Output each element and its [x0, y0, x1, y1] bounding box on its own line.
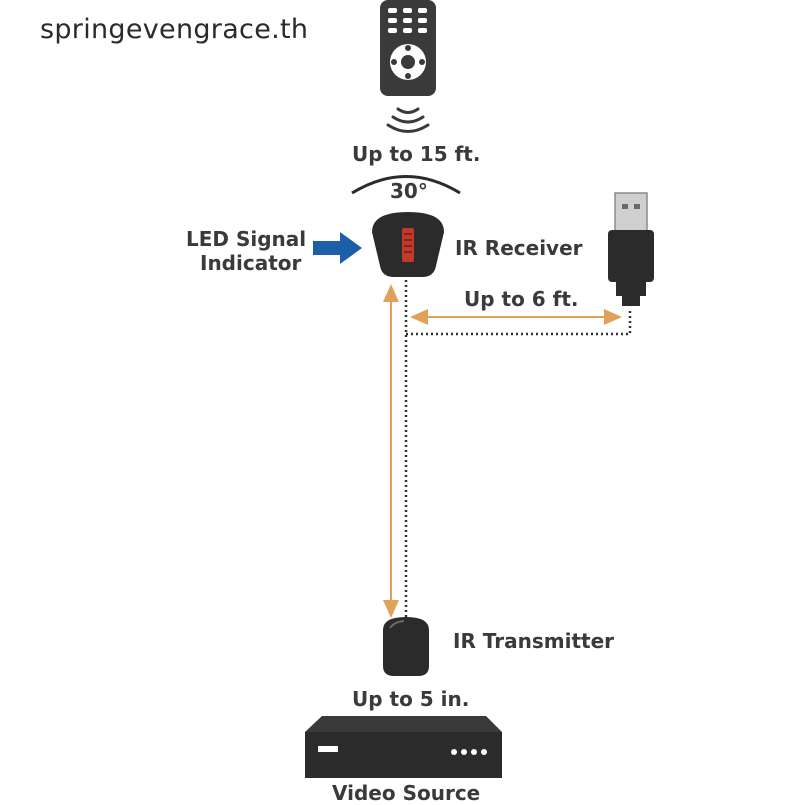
cable-lines [404, 280, 632, 620]
angle-label: 30° [390, 179, 428, 203]
usb-plug-icon [608, 192, 654, 306]
video-source-label: Video Source [332, 781, 481, 805]
transmitter-range-label: Up to 5 in. [352, 687, 470, 711]
led-signal-label: LED Signal [186, 227, 307, 251]
video-source-box-icon [305, 716, 502, 778]
angle-arc [351, 175, 461, 195]
ir-transmitter-label: IR Transmitter [453, 629, 614, 653]
watermark: springevengrace.th [40, 14, 309, 45]
ir-transmitter-icon [383, 617, 429, 676]
usb-range-label: Up to 6 ft. [464, 287, 579, 311]
indicator-label: Indicator [200, 251, 302, 275]
ir-wave-icon [386, 107, 430, 133]
remote-control-icon [380, 0, 436, 96]
led-indicator-arrow [313, 232, 362, 264]
remote-range-label: Up to 15 ft. [352, 142, 481, 166]
ir-receiver-icon [372, 212, 444, 277]
ir-receiver-label: IR Receiver [455, 236, 583, 260]
